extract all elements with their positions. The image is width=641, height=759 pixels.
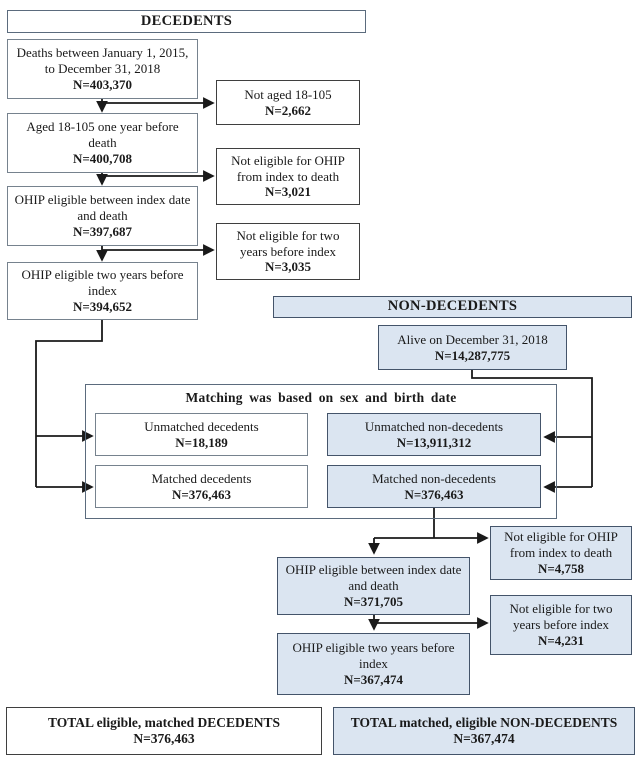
matched-non-decedents-label: Matched non-decedents xyxy=(372,470,496,486)
excl-not-aged-box: Not aged 18-105 N=2,662 xyxy=(216,80,360,125)
unmatched-non-decedents-box: Unmatched non-decedents N=13,911,312 xyxy=(327,413,541,456)
total-non-decedents-box: TOTAL matched, eligible NON-DECEDENTS N=… xyxy=(333,707,635,755)
non-decedents-header: NON-DECEDENTS xyxy=(273,296,632,318)
total-decedents-box: TOTAL eligible, matched DECEDENTS N=376,… xyxy=(6,707,322,755)
matched-decedents-label: Matched decedents xyxy=(151,470,252,486)
deaths-2015-2018-label: Deaths between January 1, 2015, to Decem… xyxy=(16,45,189,77)
ohip-eligible-index-death-n: N=397,687 xyxy=(72,223,133,239)
deaths-2015-2018-n: N=403,370 xyxy=(72,76,133,92)
excl-not-ohip-index-death-n: N=3,021 xyxy=(264,184,312,200)
total-non-decedents-label: TOTAL matched, eligible NON-DECEDENTS xyxy=(350,714,618,730)
matched-decedents-box: Matched decedents N=376,463 xyxy=(95,465,308,508)
matched-decedents-n: N=376,463 xyxy=(171,486,232,502)
nd-ohip-eligible-two-years-box: OHIP eligible two years before index N=3… xyxy=(277,633,470,695)
ohip-eligible-two-years-n: N=394,652 xyxy=(72,298,133,314)
nd-ohip-eligible-index-death-n: N=371,705 xyxy=(343,593,404,609)
excl-not-ohip-index-death-box: Not eligible for OHIP from index to deat… xyxy=(216,148,360,205)
excl-not-aged-n: N=2,662 xyxy=(264,102,312,118)
alive-dec-2018-label: Alive on December 31, 2018 xyxy=(397,331,548,347)
nd-excl-not-ohip-label: Not eligible for OHIP from index to deat… xyxy=(504,529,618,561)
excl-not-aged-label: Not aged 18-105 xyxy=(244,86,332,102)
nd-ohip-eligible-index-death-box: OHIP eligible between index date and dea… xyxy=(277,557,470,615)
excl-not-ohip-index-death-label: Not eligible for OHIP from index to deat… xyxy=(231,152,345,184)
aged-18-105-label: Aged 18-105 one year before death xyxy=(26,119,179,151)
deaths-2015-2018-box: Deaths between January 1, 2015, to Decem… xyxy=(7,39,198,99)
matching-title: Matching was based on sex and birth date xyxy=(185,390,457,405)
unmatched-decedents-n: N=18,189 xyxy=(175,434,228,450)
total-non-decedents-n: N=367,474 xyxy=(453,731,515,746)
matched-non-decedents-n: N=376,463 xyxy=(404,486,464,502)
alive-dec-2018-n: N=14,287,775 xyxy=(434,347,511,363)
non-decedents-header-label: NON-DECEDENTS xyxy=(387,298,518,315)
total-decedents-label: TOTAL eligible, matched DECEDENTS xyxy=(47,714,281,730)
excl-not-two-years-box: Not eligible for two years before index … xyxy=(216,223,360,280)
ohip-eligible-index-death-box: OHIP eligible between index date and dea… xyxy=(7,186,198,246)
ohip-eligible-index-death-label: OHIP eligible between index date and dea… xyxy=(14,192,191,224)
excl-not-two-years-n: N=3,035 xyxy=(264,259,312,275)
matched-non-decedents-box: Matched non-decedents N=376,463 xyxy=(327,465,541,508)
aged-18-105-n: N=400,708 xyxy=(72,150,133,166)
nd-excl-not-ohip-n: N=4,758 xyxy=(537,560,585,576)
excl-not-two-years-label: Not eligible for two years before index xyxy=(236,227,340,259)
nd-ohip-eligible-two-years-n: N=367,474 xyxy=(343,671,404,687)
decedents-header-label: DECEDENTS xyxy=(140,12,233,29)
decedents-header: DECEDENTS xyxy=(7,10,366,33)
aged-18-105-box: Aged 18-105 one year before death N=400,… xyxy=(7,113,198,173)
nd-excl-not-two-years-box: Not eligible for two years before index … xyxy=(490,595,632,655)
unmatched-decedents-label: Unmatched decedents xyxy=(144,418,259,434)
unmatched-non-decedents-label: Unmatched non-decedents xyxy=(364,418,504,434)
ohip-eligible-two-years-label: OHIP eligible two years before index xyxy=(21,267,184,299)
nd-excl-not-two-years-label: Not eligible for two years before index xyxy=(509,601,613,633)
nd-excl-not-ohip-box: Not eligible for OHIP from index to deat… xyxy=(490,526,632,580)
total-decedents-n: N=376,463 xyxy=(133,731,195,746)
ohip-eligible-two-years-box: OHIP eligible two years before index N=3… xyxy=(7,262,198,320)
unmatched-decedents-box: Unmatched decedents N=18,189 xyxy=(95,413,308,456)
alive-dec-2018-box: Alive on December 31, 2018 N=14,287,775 xyxy=(378,325,567,370)
nd-ohip-eligible-two-years-label: OHIP eligible two years before index xyxy=(292,640,455,672)
nd-ohip-eligible-index-death-label: OHIP eligible between index date and dea… xyxy=(285,562,462,594)
nd-excl-not-two-years-n: N=4,231 xyxy=(537,632,585,648)
unmatched-non-decedents-n: N=13,911,312 xyxy=(396,434,472,450)
